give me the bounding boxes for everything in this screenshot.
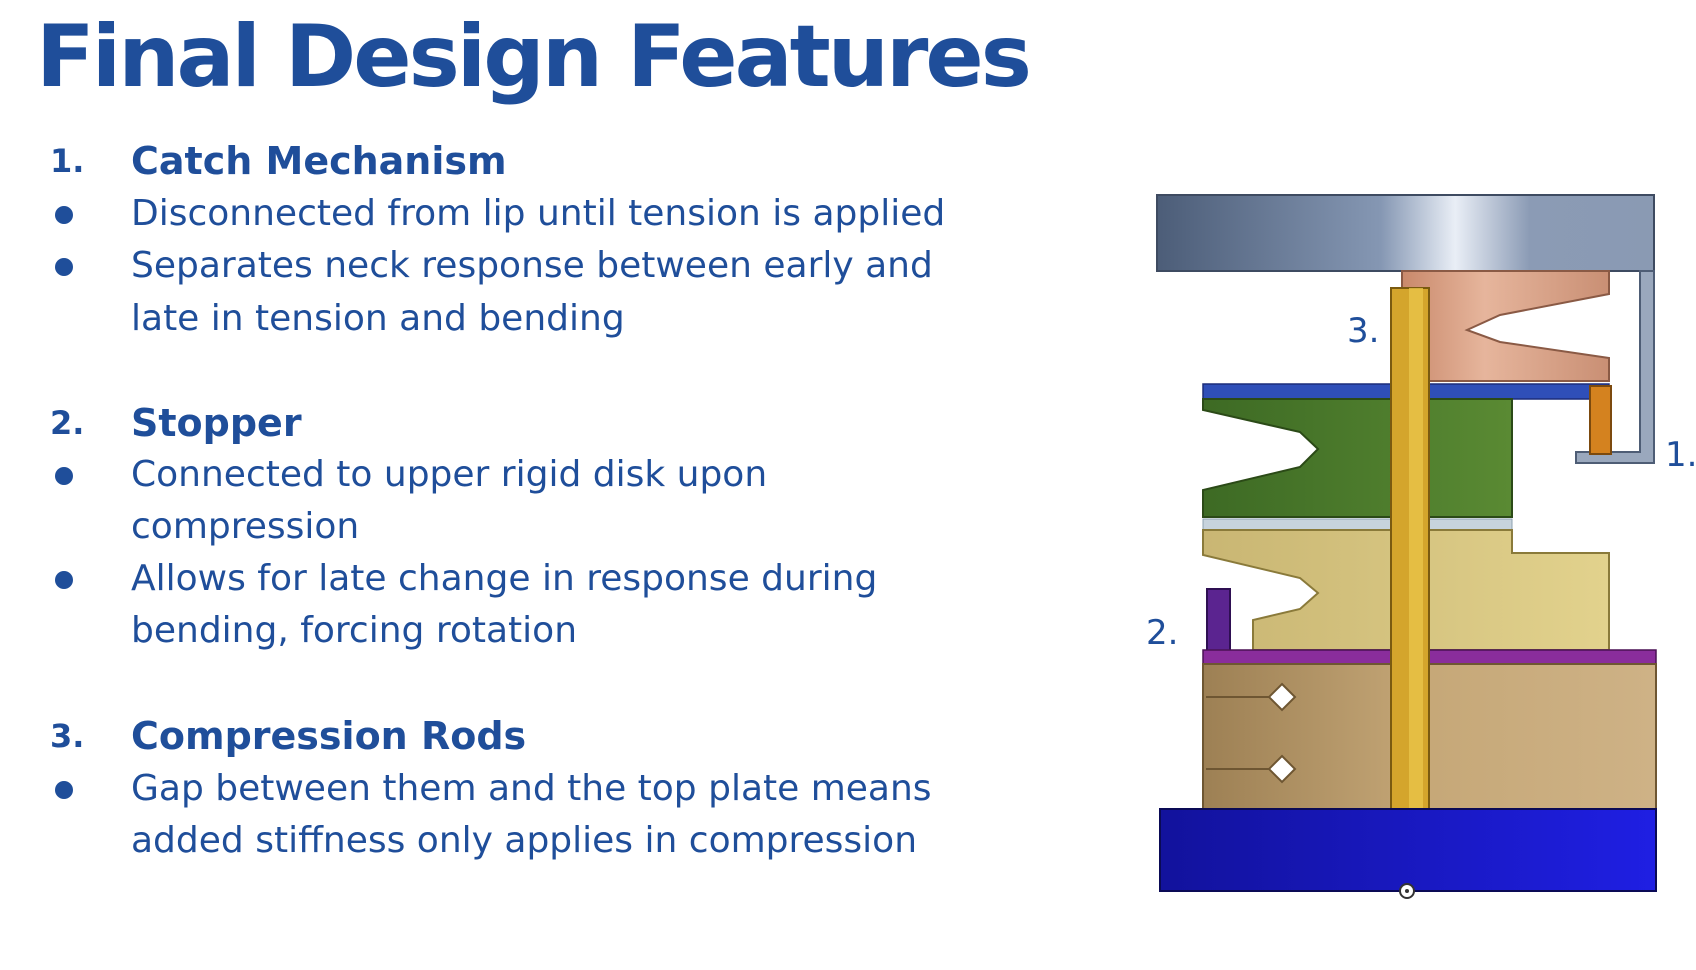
origin-marker-dot [1405,889,1409,893]
bullet-text: compression [131,506,360,547]
base-plate [1159,808,1657,892]
page-title: Final Design Features [36,7,1032,107]
bullet-text: late in tension and bending [131,298,625,339]
diamond-connector [1267,682,1297,712]
bullet-text: Gap between them and the top plate means [131,768,932,809]
feature-number: 3. [50,717,85,755]
diagram-label-1: 1. [1665,435,1696,475]
feature-number: 2. [50,404,85,442]
green-segment [1202,398,1513,518]
bullet-text: Separates neck response between early an… [131,245,933,286]
bullet-text: Disconnected from lip until tension is a… [131,193,946,234]
bullet-icon [55,467,73,485]
diagram-label-3: 3. [1347,311,1379,351]
feature-heading: Stopper [131,401,302,445]
bullet-icon [55,781,73,799]
bullet-icon [55,571,73,589]
stopper [1206,588,1231,653]
catch-bracket [1575,270,1655,464]
bullet-text: Connected to upper rigid disk upon [131,454,768,495]
bullet-text: Allows for late change in response durin… [131,558,878,599]
feature-number: 1. [50,142,85,180]
feature-heading: Catch Mechanism [131,139,507,183]
bullet-icon [55,206,73,224]
bullet-icon [55,258,73,276]
bullet-text: bending, forcing rotation [131,610,578,651]
catch-block [1589,385,1612,455]
bullet-text: added stiffness only applies in compress… [131,820,918,861]
diamond-connector [1267,754,1297,784]
copper-segment [1401,270,1610,382]
feature-heading: Compression Rods [131,714,527,758]
diagram-label-2: 2. [1146,613,1178,653]
light-spacer-strip [1202,518,1513,531]
top-plate [1156,194,1655,272]
compression-rod-highlight [1409,288,1423,810]
